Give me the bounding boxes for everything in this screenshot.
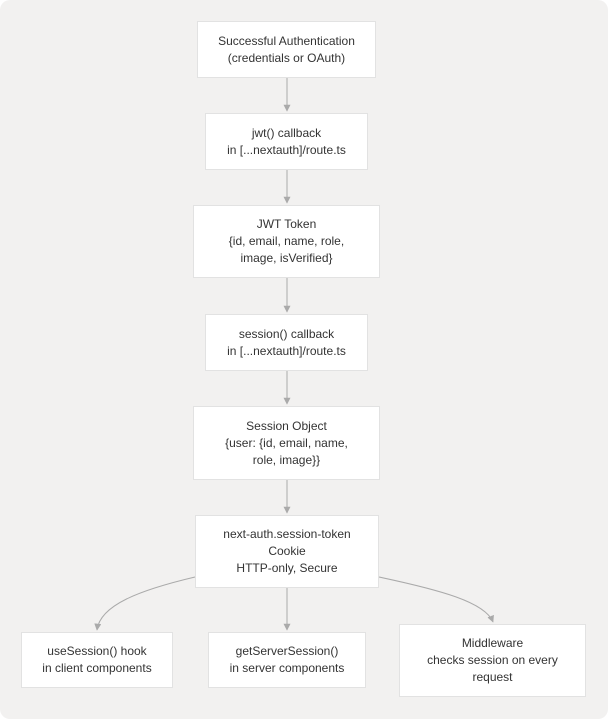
node-middleware: Middleware checks session on every reque… — [399, 624, 586, 697]
node-line: in [...nextauth]/route.ts — [227, 142, 346, 157]
node-line: HTTP-only, Secure — [236, 561, 338, 575]
node-session-token-cookie: next-auth.session-token Cookie HTTP-only… — [195, 515, 379, 588]
node-line: jwt() callback — [251, 125, 322, 140]
node-line: in server components — [229, 661, 345, 675]
node-line: request — [472, 670, 513, 684]
node-line: in [...nextauth]/route.ts — [227, 343, 346, 358]
node-line: Middleware — [461, 636, 524, 650]
node-line: Cookie — [268, 544, 306, 558]
node-line: getServerSession() — [235, 644, 339, 658]
node-get-server-session: getServerSession() in server components — [208, 632, 366, 688]
node-line: Successful Authentication — [218, 33, 355, 48]
node-session-object: Session Object {user: {id, email, name, … — [193, 406, 380, 480]
node-jwt-token: JWT Token {id, email, name, role, image,… — [193, 205, 380, 278]
node-line: (credentials or OAuth) — [227, 50, 346, 65]
node-line: session() callback — [238, 326, 335, 341]
node-line: next-auth.session-token — [223, 527, 351, 541]
node-line: useSession() hook — [47, 644, 147, 658]
node-line: JWT Token — [256, 217, 317, 231]
node-use-session-hook: useSession() hook in client components — [21, 632, 173, 688]
edge-cookie-to-middleware — [378, 576, 494, 623]
node-line: role, image}} — [252, 452, 321, 467]
node-line: in client components — [42, 661, 152, 675]
node-successful-authentication: Successful Authentication (credentials o… — [197, 21, 376, 78]
node-line: checks session on every — [427, 653, 558, 667]
node-session-callback: session() callback in [...nextauth]/rout… — [205, 314, 368, 371]
edge-cookie-to-use-session — [94, 576, 196, 631]
node-jwt-callback: jwt() callback in [...nextauth]/route.ts — [205, 113, 368, 170]
node-line: Session Object — [246, 418, 327, 433]
node-line: {user: {id, email, name, — [225, 435, 348, 450]
node-line: image, isVerified} — [240, 251, 333, 265]
node-line: {id, email, name, role, — [228, 234, 345, 248]
